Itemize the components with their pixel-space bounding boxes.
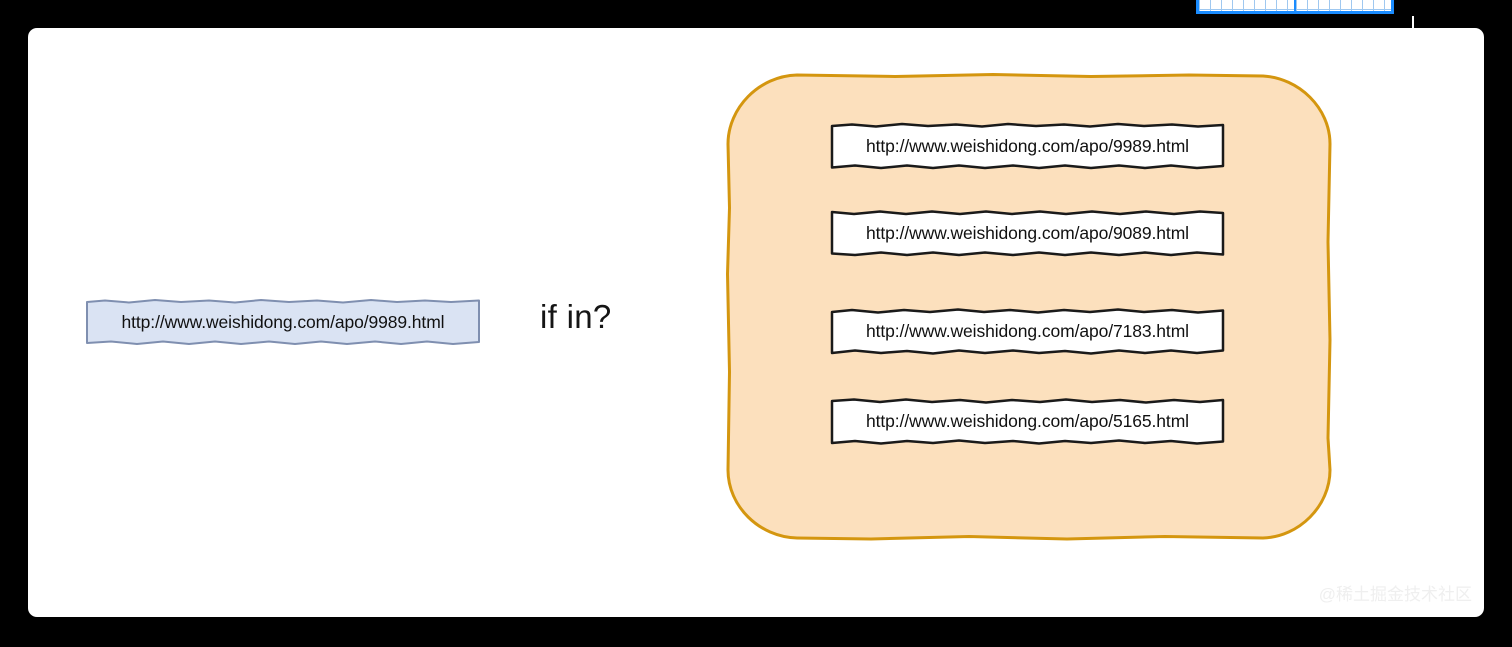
url-set-item[interactable]: http://www.weishidong.com/apo/9989.html — [830, 122, 1225, 171]
url-set-item-shape — [830, 122, 1225, 170]
url-set-item-shape — [830, 308, 1225, 355]
url-set-item-label: http://www.weishidong.com/apo/5165.html — [866, 411, 1189, 431]
watermark-label: @稀土掘金技术社区 — [1318, 585, 1472, 604]
url-set-container[interactable]: http://www.weishidong.com/apo/9989.html … — [725, 72, 1333, 542]
grid-cells-right — [1296, 0, 1391, 11]
source-url-node-label: http://www.weishidong.com/apo/9989.html — [121, 311, 445, 332]
grid-cells-left — [1199, 0, 1296, 11]
url-set-item-shape — [830, 210, 1225, 257]
spreadsheet-grid-strip[interactable] — [1196, 0, 1394, 14]
question-label: if in? — [540, 298, 612, 335]
source-url-node-shape — [86, 299, 480, 345]
url-set-item-label: http://www.weishidong.com/apo/7183.html — [866, 321, 1189, 341]
url-set-item[interactable]: http://www.weishidong.com/apo/5165.html — [830, 397, 1225, 446]
url-set-item-label: http://www.weishidong.com/apo/9989.html — [866, 136, 1189, 156]
source-url-node[interactable]: http://www.weishidong.com/apo/9989.html — [85, 297, 481, 347]
url-set-item-shape — [830, 398, 1225, 445]
url-set-item[interactable]: http://www.weishidong.com/apo/7183.html — [830, 307, 1225, 356]
url-set-item[interactable]: http://www.weishidong.com/apo/9089.html — [830, 209, 1225, 258]
diagram-canvas[interactable]: http://www.weishidong.com/apo/9989.html … — [28, 28, 1484, 617]
url-set-item-label: http://www.weishidong.com/apo/9089.html — [866, 223, 1189, 243]
